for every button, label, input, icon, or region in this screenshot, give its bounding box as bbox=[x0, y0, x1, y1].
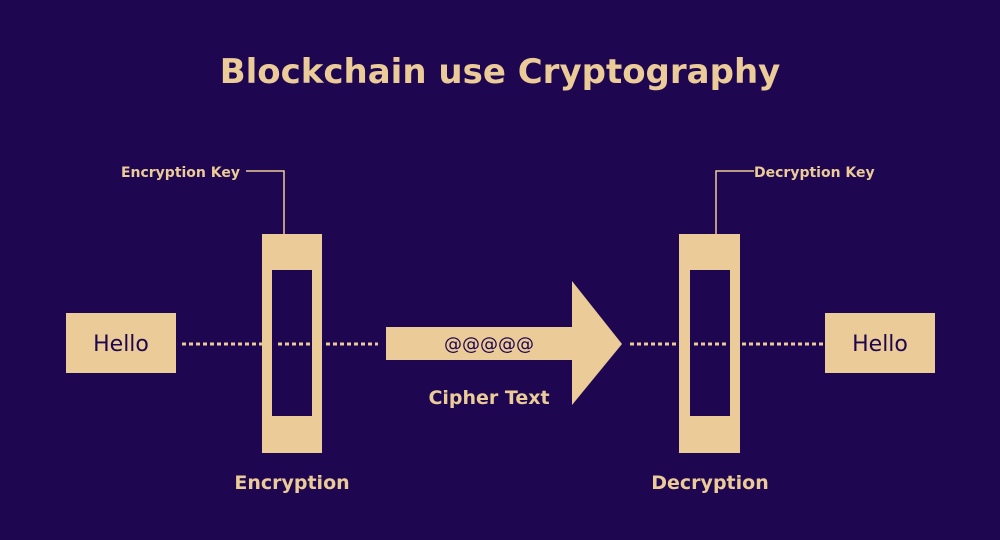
encryption-key-callout: Encryption Key bbox=[121, 165, 285, 234]
plaintext-left-text: Hello bbox=[93, 332, 149, 357]
encryption-key-label: Encryption Key bbox=[121, 165, 240, 181]
cipher-arrow: @@@@@ bbox=[386, 281, 622, 405]
plaintext-right-text: Hello bbox=[852, 332, 908, 357]
decryption-key-leader-line bbox=[715, 170, 754, 234]
cipher-value-text: @@@@@ bbox=[444, 334, 534, 355]
plaintext-box-left: Hello bbox=[66, 313, 176, 373]
decryption-key-callout: Decryption Key bbox=[715, 165, 875, 234]
diagram-title: Blockchain use Cryptography bbox=[220, 52, 781, 92]
encryption-key-leader-line bbox=[246, 170, 285, 234]
decryption-stage-label: Decryption bbox=[651, 472, 768, 494]
encryption-stage-label: Encryption bbox=[234, 472, 349, 494]
plaintext-box-right: Hello bbox=[825, 313, 935, 373]
cipher-text-label: Cipher Text bbox=[428, 387, 549, 409]
decryption-key-label: Decryption Key bbox=[754, 165, 875, 181]
